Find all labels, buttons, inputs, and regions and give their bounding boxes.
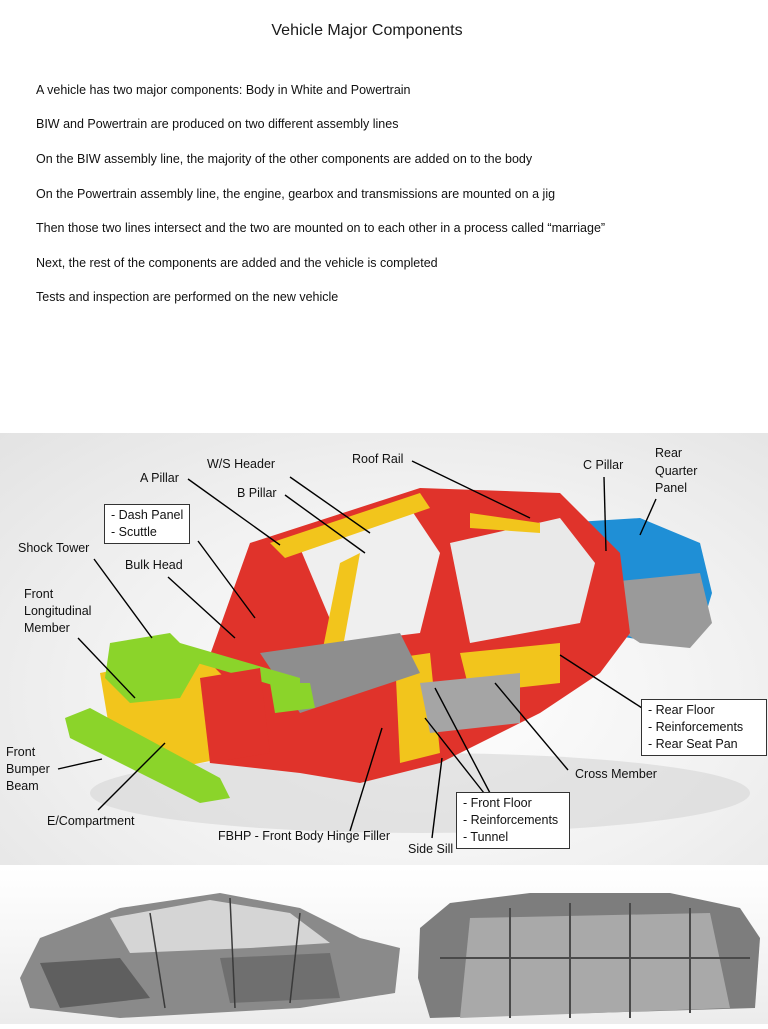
label-fbhp: FBHP - Front Body Hinge Filler (218, 829, 391, 843)
label-cross-member: Cross Member (575, 767, 657, 781)
biw-side-photo (0, 868, 410, 1024)
box-line: - Rear Floor (648, 703, 715, 717)
label-c-pillar: C Pillar (583, 458, 624, 472)
label-ws-header: W/S Header (207, 457, 276, 471)
label-rear-quarter-3: Panel (655, 481, 687, 495)
box-line: - Tunnel (463, 830, 509, 844)
rear-floor-box: - Rear Floor - Reinforcements - Rear Sea… (641, 699, 767, 756)
label-front-bumper-2: Bumper (6, 762, 50, 776)
label-rear-quarter-1: Rear (655, 446, 683, 460)
label-front-bumper-3: Beam (6, 779, 39, 793)
car-frame-side-illustration (20, 893, 400, 1018)
biw-diagram: Roof Rail W/S Header A Pillar B Pillar C… (0, 433, 768, 865)
label-b-pillar: B Pillar (237, 486, 277, 500)
label-front-longitudinal-2: Longitudinal (24, 604, 92, 618)
label-front-longitudinal-3: Member (24, 621, 70, 635)
label-front-longitudinal-1: Front (24, 587, 54, 601)
label-front-bumper-1: Front (6, 745, 36, 759)
box-line: - Reinforcements (648, 720, 744, 734)
bullet-item: On the BIW assembly line, the majority o… (36, 152, 533, 166)
label-bulk-head: Bulk Head (125, 558, 183, 572)
box-line: - Rear Seat Pan (648, 737, 738, 751)
label-rear-quarter-2: Quarter (655, 464, 698, 478)
label-side-sill: Side Sill (408, 842, 454, 856)
box-line: - Dash Panel (111, 508, 184, 522)
box-line: - Scuttle (111, 525, 157, 539)
bullet-item: BIW and Powertrain are produced on two d… (36, 117, 399, 131)
bullet-item: Tests and inspection are performed on th… (36, 290, 339, 304)
biw-top-photo (410, 868, 768, 1024)
label-shock-tower: Shock Tower (18, 541, 90, 555)
label-e-compartment: E/Compartment (47, 814, 135, 828)
label-a-pillar: A Pillar (140, 471, 179, 485)
bullet-item: Next, the rest of the components are add… (36, 256, 438, 270)
bullet-item: Then those two lines intersect and the t… (36, 221, 606, 235)
label-roof-rail: Roof Rail (352, 452, 404, 466)
front-floor-box: - Front Floor - Reinforcements - Tunnel (456, 792, 570, 849)
car-frame-top-illustration (418, 893, 760, 1018)
box-line: - Front Floor (463, 796, 532, 810)
car-body-illustration (57, 460, 750, 839)
page-title: Vehicle Major Components (271, 22, 463, 39)
box-line: - Reinforcements (463, 813, 559, 827)
bullet-item: A vehicle has two major components: Body… (36, 83, 411, 97)
bullet-item: On the Powertrain assembly line, the eng… (36, 187, 556, 201)
dash-panel-box: - Dash Panel - Scuttle (104, 504, 191, 544)
